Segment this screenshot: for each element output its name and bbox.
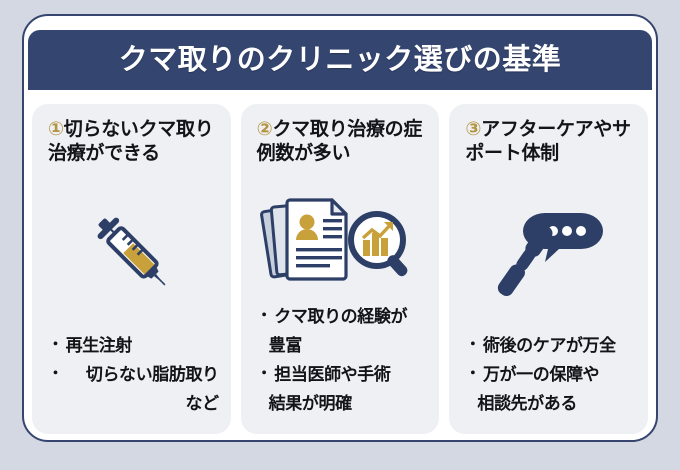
list-item: ・ 担当医師や手術 <box>256 364 391 384</box>
list-item: ・ クマ取りの経験が <box>256 306 408 326</box>
bullet-dot-icon: ・ <box>256 364 272 382</box>
criteria-heading-3: ③アフターケアやサポート体制 <box>459 118 638 167</box>
list-item: など <box>185 393 219 413</box>
list-item: 豊富 <box>268 335 303 355</box>
documents-magnifier-icon <box>260 198 408 281</box>
criteria-heading-2: ②クマ取り治療の症例数が多い <box>251 118 430 167</box>
criteria-icon-area-3 <box>459 167 638 335</box>
criteria-columns: ①切らないクマ取り治療ができる <box>32 104 649 434</box>
criteria-card-3: ③アフターケアやサポート体制 <box>449 104 649 434</box>
list-item: ・ 切らない脂肪取り <box>48 364 219 384</box>
criteria-heading-text-2: クマ取り治療の症例数が多い <box>256 119 423 165</box>
criteria-bullets-3: ・ 術後のケアが万全 ・ 万が一の保障や 相談先がある <box>459 335 638 424</box>
poster-header: クマ取りのクリニック選びの基準 <box>28 30 652 90</box>
list-item: ・ 再生注射 <box>48 335 133 355</box>
criteria-number-1: ① <box>48 119 64 140</box>
criteria-icon-area-2 <box>251 167 430 306</box>
criteria-bullets-2: ・ クマ取りの経験が 豊富 ・ 担当医師や手術 結果が明確 <box>251 306 430 424</box>
infographic-poster: クマ取りのクリニック選びの基準 ①切らないクマ取り治療ができる <box>22 14 658 442</box>
criteria-card-1: ①切らないクマ取り治療ができる <box>32 104 231 434</box>
criteria-heading-text-1: 切らないクマ取り治療ができる <box>48 119 214 165</box>
list-item: ・ 万が一の保障や <box>465 364 600 384</box>
list-item: 結果が明確 <box>268 393 352 413</box>
phone-chat-icon <box>497 212 603 296</box>
bullet-dot-icon: ・ <box>465 335 480 353</box>
criteria-heading-text-3: アフターケアやサポート体制 <box>465 119 631 165</box>
list-item: ・ 術後のケアが万全 <box>465 335 616 355</box>
criteria-number-3: ③ <box>465 119 482 140</box>
bullet-dot-icon: ・ <box>256 306 272 324</box>
criteria-bullets-1: ・ 再生注射 ・ 切らない脂肪取り など <box>42 335 221 424</box>
criteria-icon-area-1 <box>42 167 221 335</box>
bullet-dot-icon: ・ <box>48 364 63 382</box>
bullet-dot-icon: ・ <box>465 364 480 382</box>
bullet-dot-icon: ・ <box>48 335 63 353</box>
page-title: クマ取りのクリニック選びの基準 <box>118 43 562 76</box>
criteria-number-2: ② <box>256 119 273 140</box>
criteria-card-2: ②クマ取り治療の症例数が多い <box>240 104 440 434</box>
list-item: 相談先がある <box>477 393 577 413</box>
criteria-heading-1: ①切らないクマ取り治療ができる <box>42 118 221 167</box>
syringe-icon <box>97 217 166 286</box>
